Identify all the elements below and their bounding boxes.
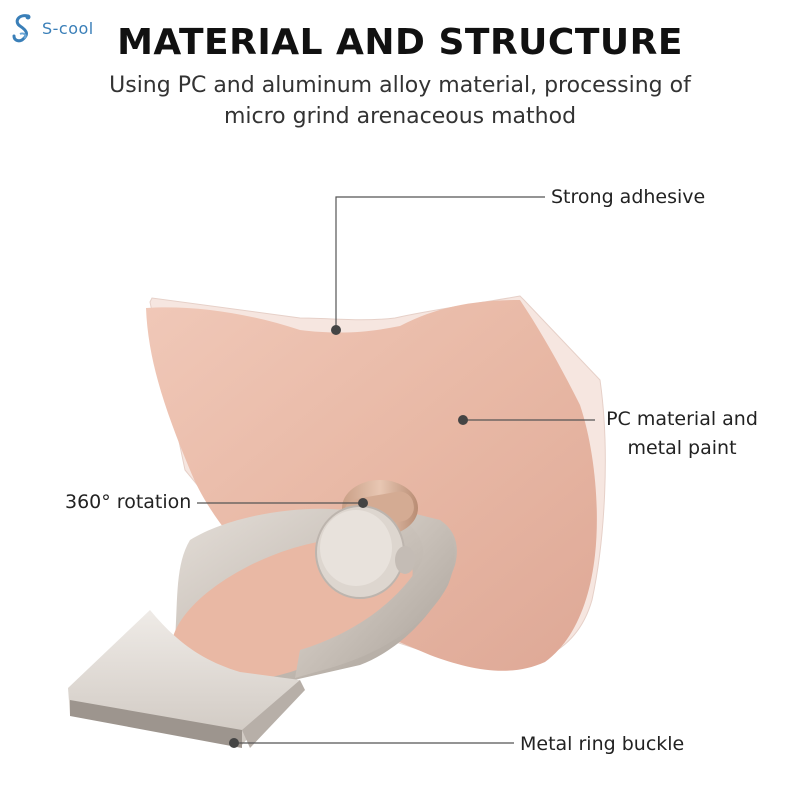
leader-dots	[229, 325, 468, 748]
callout-pc-material-line-1: PC material and	[606, 408, 758, 430]
subtitle-line-1: Using PC and aluminum alloy material, pr…	[109, 73, 691, 98]
callout-pc-material-line-2: metal paint	[627, 437, 737, 459]
callout-strong-adhesive: Strong adhesive	[551, 186, 706, 208]
ring-arm	[295, 505, 455, 678]
callout-rotation: 360° rotation	[65, 491, 192, 513]
callout-pc-material: PC material and metal paint	[602, 405, 762, 463]
callout-ring-buckle: Metal ring buckle	[520, 733, 685, 755]
subtitle-line-2: micro grind arenaceous mathod	[223, 104, 577, 129]
leader-lines	[197, 196, 595, 744]
s-cool-logo-icon	[12, 14, 31, 43]
page-title: MATERIAL AND STRUCTURE	[117, 22, 683, 63]
leader-strong-adhesive	[335, 196, 545, 330]
page-subtitle: Using PC and aluminum alloy material, pr…	[60, 70, 740, 132]
brand-logo: S-cool	[10, 10, 94, 46]
logo-text: S-cool	[42, 18, 94, 38]
ring-front-face	[70, 700, 242, 748]
